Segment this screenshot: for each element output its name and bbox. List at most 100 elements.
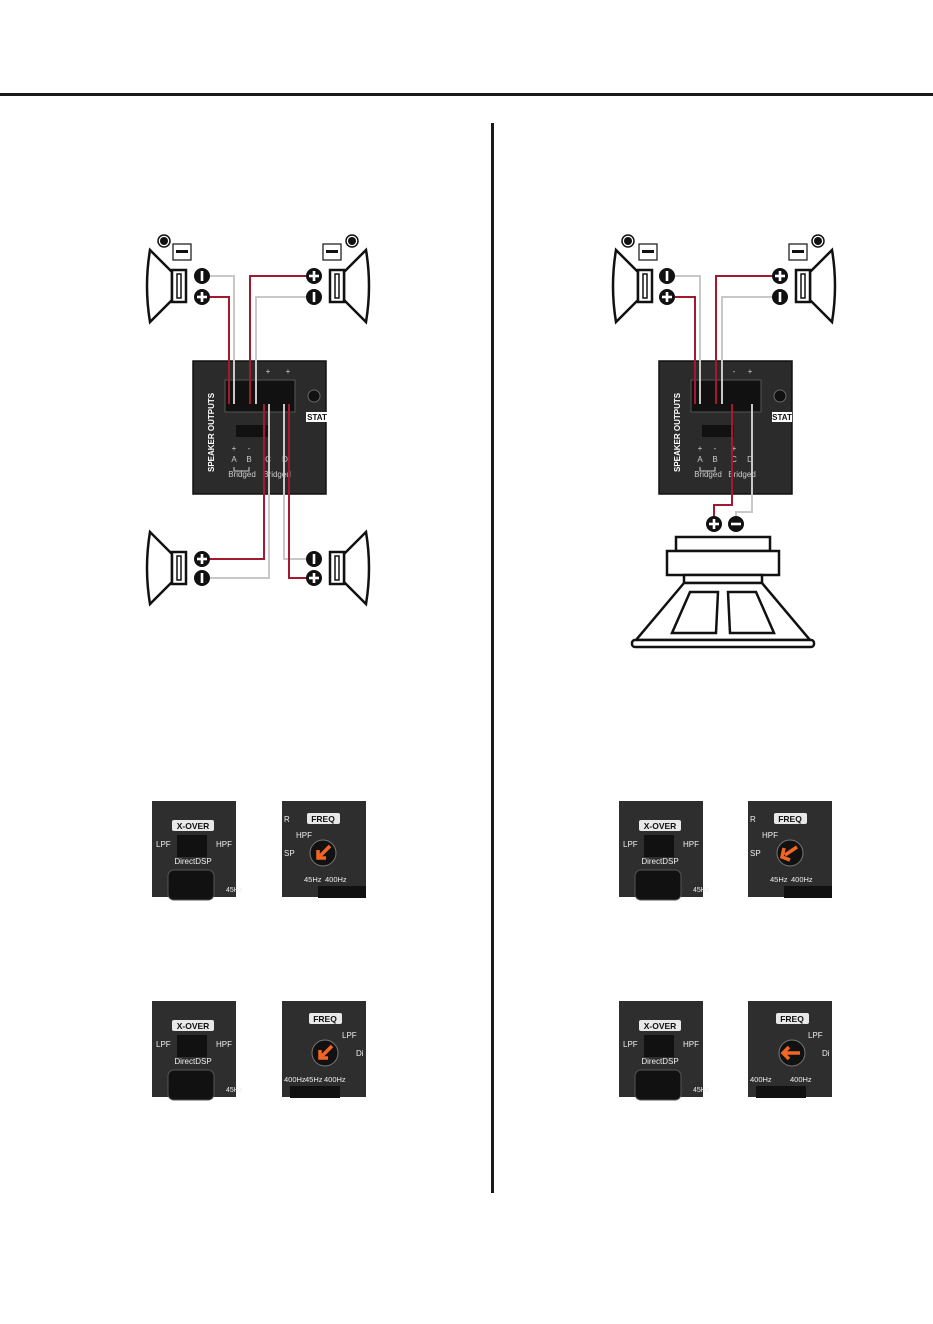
speaker-tag-icon	[638, 243, 658, 261]
speaker-icon	[794, 248, 837, 324]
panel-label: 400Hz	[791, 875, 813, 884]
positive-terminal-icon	[194, 551, 210, 567]
panel-label: HPF	[296, 831, 312, 840]
freq-panel: FREQ LPF Di 400Hz 45Hz 400Hz	[282, 1001, 366, 1098]
speaker-icon	[145, 248, 188, 324]
negative-terminal-icon	[306, 551, 322, 567]
polarity-label: -	[733, 367, 736, 376]
speaker-tag-icon	[322, 243, 342, 261]
panel-label: DirectDSP	[641, 1057, 678, 1066]
tweeter-icon	[621, 234, 635, 248]
panel-label: DirectDSP	[174, 1057, 211, 1066]
speaker-outputs-label: SPEAKER OUTPUTS	[207, 392, 216, 472]
panel-label: HPF	[216, 1040, 232, 1049]
column-divider	[491, 123, 494, 1193]
subwoofer-icon	[630, 535, 816, 649]
panel-label: X-OVER	[177, 821, 210, 831]
right-wiring-diagram: STAT SPEAKER OUTPUTS - + + - + A B C D B…	[611, 234, 837, 649]
polarity-label: -	[248, 444, 251, 453]
status-label: STAT	[307, 413, 327, 422]
bridged-label: Bridged	[263, 470, 291, 479]
tweeter-icon	[345, 234, 359, 248]
polarity-label: +	[698, 444, 703, 453]
speaker-icon	[145, 530, 188, 606]
panel-label: 400Hz	[324, 1075, 346, 1084]
panel-label: R	[750, 815, 756, 824]
panel-label: 45Hz	[693, 887, 710, 894]
polarity-label: +	[732, 444, 737, 453]
panel-label: 400Hz	[750, 1075, 772, 1084]
polarity-label: -	[714, 444, 717, 453]
panel-label: Di	[356, 1049, 364, 1058]
panel-label: X-OVER	[644, 1021, 677, 1031]
panel-label: SP	[284, 849, 295, 858]
bridged-label: Bridged	[728, 470, 756, 479]
panel-label: Di	[822, 1049, 830, 1058]
tweeter-icon	[811, 234, 825, 248]
negative-terminal-icon	[194, 570, 210, 586]
xover-panel: X-OVER LPF HPF DirectDSP 45Hz	[152, 801, 243, 901]
positive-terminal-icon	[706, 516, 722, 532]
panel-label: FREQ	[778, 814, 802, 824]
bridged-label: Bridged	[694, 470, 722, 479]
positive-terminal-icon	[194, 289, 210, 305]
negative-terminal-icon	[306, 289, 322, 305]
channel-d-label: D	[282, 455, 288, 464]
negative-terminal-icon	[194, 268, 210, 284]
panel-label: X-OVER	[177, 1021, 210, 1031]
tweeter-icon	[157, 234, 171, 248]
panel-label: DirectDSP	[641, 857, 678, 866]
knob-arrow-icon	[318, 1044, 334, 1060]
knob-arrow-icon	[316, 844, 332, 860]
left-wiring-diagram: STAT SPEAKER OUTPUTS + + + - A B C D Bri…	[145, 234, 371, 606]
channel-a-label: A	[231, 455, 237, 464]
positive-terminal-icon	[659, 289, 675, 305]
xover-panel: X-OVER LPF HPF DirectDSP 45Hz	[619, 801, 710, 901]
channel-b-label: B	[712, 455, 717, 464]
speaker-outputs-label: SPEAKER OUTPUTS	[673, 392, 682, 472]
speaker-tag-icon	[172, 243, 192, 261]
xover-panel: X-OVER LPF HPF DirectDSP 45Hz	[152, 1001, 243, 1101]
panel-label: R	[284, 815, 290, 824]
panel-label: 45Hz	[770, 875, 788, 884]
channel-c-label: C	[731, 455, 737, 464]
panel-label: HPF	[762, 831, 778, 840]
panel-label: 45Hz	[304, 875, 322, 884]
freq-panel: FREQ LPF Di 400Hz 400Hz	[748, 1001, 832, 1098]
header-rule	[0, 93, 933, 96]
panel-label: LPF	[156, 1040, 171, 1049]
channel-a-label: A	[697, 455, 703, 464]
panel-label: 400Hz	[325, 875, 347, 884]
panel-label: DirectDSP	[174, 857, 211, 866]
negative-terminal-icon	[659, 268, 675, 284]
polarity-label: +	[286, 367, 291, 376]
speaker-icon	[328, 530, 371, 606]
freq-panel: FREQ R HPF SP 45Hz 400Hz	[282, 801, 366, 898]
panel-label: 400Hz	[284, 1075, 306, 1084]
polarity-label: +	[266, 367, 271, 376]
panel-label: HPF	[683, 1040, 699, 1049]
panel-label: FREQ	[780, 1014, 804, 1024]
xover-panel: X-OVER LPF HPF DirectDSP 45Hz	[619, 1001, 710, 1101]
polarity-label: +	[232, 444, 237, 453]
panel-label: FREQ	[311, 814, 335, 824]
negative-terminal-icon	[772, 289, 788, 305]
panel-label: HPF	[683, 840, 699, 849]
bridged-label: Bridged	[228, 470, 256, 479]
panel-label: 45Hz	[226, 1087, 243, 1094]
panel-label: LPF	[156, 840, 171, 849]
positive-terminal-icon	[772, 268, 788, 284]
channel-b-label: B	[246, 455, 251, 464]
panel-label: 45Hz	[305, 1075, 323, 1084]
channel-d-label: D	[747, 455, 753, 464]
panel-label: 400Hz	[790, 1075, 812, 1084]
panel-label: SP	[750, 849, 761, 858]
knob-arrow-icon	[780, 1045, 800, 1061]
freq-panel: FREQ R HPF SP 45Hz 400Hz	[748, 801, 832, 898]
polarity-label: +	[748, 367, 753, 376]
speaker-icon	[328, 248, 371, 324]
panel-label: 45Hz	[693, 1087, 710, 1094]
panel-label: 45Hz	[226, 887, 243, 894]
panel-label: FREQ	[313, 1014, 337, 1024]
